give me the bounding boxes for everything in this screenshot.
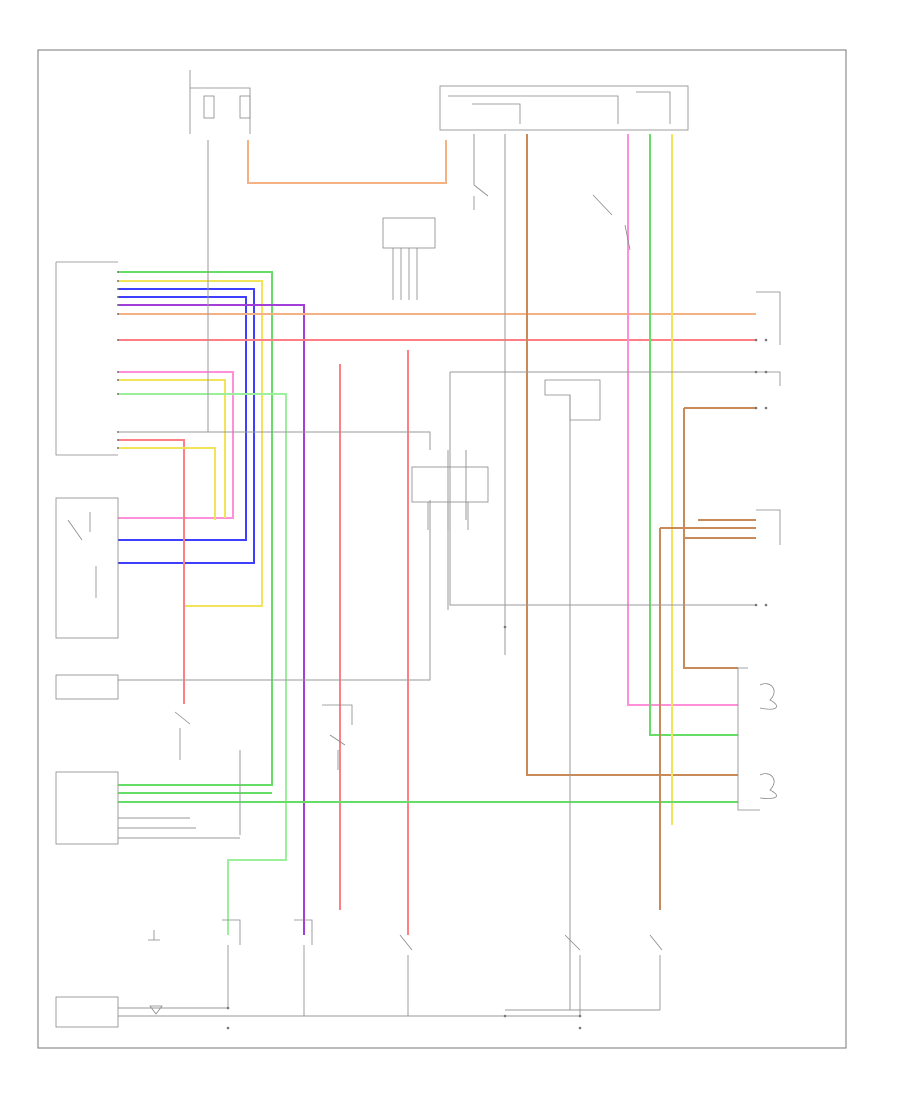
fuse-element (203, 95, 215, 119)
wire-yellow-2 (118, 379, 226, 518)
relay-block-center (411, 466, 489, 503)
wire-orange-top (247, 140, 447, 184)
wire-yellow-top (118, 280, 263, 607)
pin-marker (503, 1014, 507, 1018)
pin-marker (117, 313, 119, 315)
pin-marker (117, 280, 119, 282)
relay-switch-top (473, 184, 489, 210)
ground-symbol-left (148, 930, 160, 941)
wire-pink-right (627, 134, 738, 706)
fuse-element-2 (239, 95, 251, 119)
pin-marker (764, 370, 768, 374)
pin-marker (578, 1014, 582, 1018)
fuse-block-top-left (189, 70, 251, 134)
switch-upper-right (592, 194, 631, 251)
wire-gray-3 (118, 500, 431, 681)
wire-green-right (649, 134, 738, 736)
wire-blue-1 (118, 288, 255, 564)
pin-marker (578, 1026, 582, 1030)
wire-gray-2 (118, 431, 431, 450)
pin-marker (117, 439, 119, 441)
pin-marker (117, 339, 119, 341)
wire-brown (526, 134, 738, 776)
wire-yellow-lower (118, 447, 216, 520)
pin-marker (754, 338, 758, 342)
switch-box-left-small (55, 674, 119, 700)
pin-marker (117, 288, 119, 290)
pin-marker (117, 296, 119, 298)
pin-marker (117, 431, 119, 433)
wire-green-top (118, 271, 273, 786)
bottom-switch-2 (294, 919, 313, 1016)
switch-sym-2 (322, 704, 353, 770)
ecu-box-left-bottom (55, 771, 119, 845)
diagram-border (37, 49, 847, 1049)
pin-marker (754, 406, 758, 410)
bottom-switch-4 (564, 934, 581, 1016)
connector-block-upper-mid (382, 217, 436, 249)
pin-marker (226, 1026, 230, 1030)
switch-sym-1 (174, 711, 191, 760)
wire-lightgreen (118, 393, 287, 935)
connector-bracket-right-3 (756, 509, 781, 545)
relay-center-legs (427, 502, 469, 530)
bottom-switch-1 (222, 919, 241, 1008)
pin-marker (503, 625, 507, 629)
pin-marker (117, 371, 119, 373)
relay-internal (448, 91, 671, 124)
bottom-switch-3 (399, 934, 413, 1016)
ecu-bracket-left (55, 261, 118, 456)
pin-marker (117, 379, 119, 381)
connector-bracket-right-2 (756, 371, 781, 386)
pin-marker (117, 304, 119, 306)
actuator-right-bracket (737, 667, 760, 811)
module-box-left (55, 497, 119, 639)
connector-box-bottom-left (55, 996, 119, 1028)
module-switch-1 (67, 512, 91, 541)
pin-marker (754, 370, 758, 374)
connector-block-legs (392, 248, 418, 300)
wire-red-lower (118, 439, 185, 704)
ground-symbol-bottom-left (149, 1005, 163, 1015)
wire-blue-2 (118, 296, 247, 541)
relay-center-right (544, 379, 601, 421)
actuator-solenoid-2 (759, 773, 777, 799)
relay-box-top (439, 85, 689, 131)
connector-bracket-right-1 (756, 291, 781, 345)
wire-purple (118, 304, 305, 935)
pin-marker (764, 338, 768, 342)
wire-pink-harness (118, 371, 234, 519)
wire-gray-5 (449, 372, 756, 606)
pin-marker (764, 406, 768, 410)
actuator-solenoid-1 (759, 683, 777, 710)
pin-marker (117, 447, 119, 449)
bottom-switch-5 (649, 934, 663, 1010)
pin-marker (226, 1006, 230, 1010)
pin-marker (754, 603, 758, 607)
pin-marker (117, 271, 119, 273)
wire-brown-rhs-2 (683, 408, 738, 669)
pin-marker (764, 603, 768, 607)
pin-marker (117, 393, 119, 395)
